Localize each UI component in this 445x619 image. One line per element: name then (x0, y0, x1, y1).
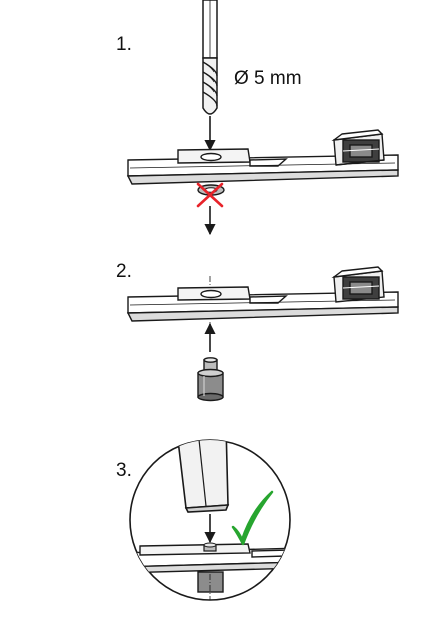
mounting-plate (126, 286, 399, 322)
mounting-plate (126, 148, 399, 185)
pin-icon (197, 357, 224, 402)
drill-diameter-label: Ø 5 mm (234, 68, 302, 89)
cross-icon (196, 182, 224, 208)
step-3-illustration (129, 439, 291, 601)
step-2-number: 2. (116, 261, 132, 282)
check-icon (231, 490, 274, 546)
hammer-icon (177, 440, 230, 513)
drill-bit-icon (202, 0, 218, 115)
cable-holder (331, 266, 385, 303)
step-1-number: 1. (116, 34, 132, 55)
step-3-number: 3. (116, 460, 132, 481)
step-1-illustration (126, 0, 399, 236)
cable-holder (331, 129, 385, 166)
step-2-illustration (126, 266, 399, 402)
